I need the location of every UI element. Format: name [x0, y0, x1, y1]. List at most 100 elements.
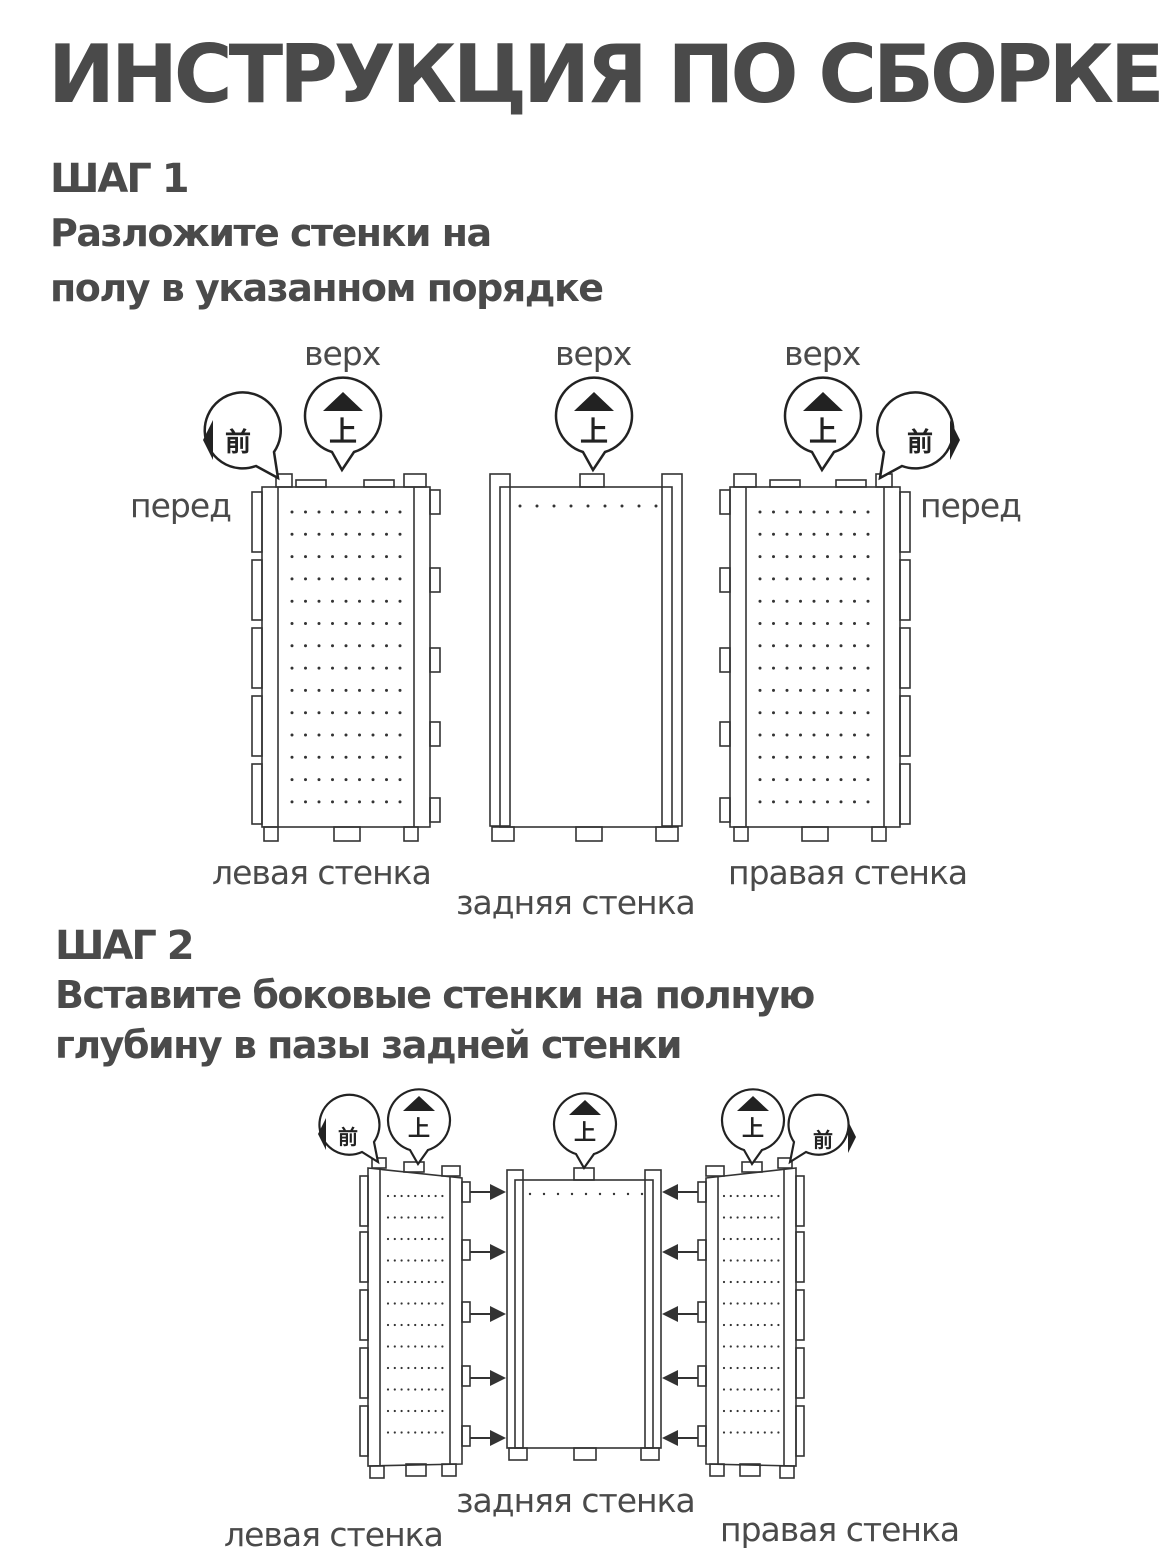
- panel-hole: [386, 1280, 390, 1284]
- panel-hole: [866, 755, 870, 759]
- front-arrow-icon: 前: [787, 1093, 856, 1165]
- panel-hole: [344, 555, 348, 559]
- panel-hole: [756, 1302, 760, 1305]
- panel-hole: [290, 555, 294, 559]
- panel-hole: [398, 778, 402, 782]
- panel-hole: [331, 510, 334, 514]
- panel-hole: [839, 532, 843, 536]
- panel-hole: [358, 800, 361, 804]
- panel-hole: [441, 1259, 444, 1262]
- panel-hole: [434, 1216, 437, 1219]
- panel-hole: [393, 1431, 396, 1434]
- panel-hole: [398, 532, 402, 536]
- panel-hole: [777, 1388, 780, 1391]
- panel-hole: [756, 1216, 760, 1219]
- svg-text:前: 前: [907, 427, 933, 458]
- panel-hole: [839, 778, 843, 782]
- panel-hole: [743, 1409, 746, 1413]
- panel-hole: [729, 1431, 732, 1434]
- panel-hole: [763, 1302, 766, 1305]
- panel-hole: [317, 755, 321, 759]
- panel-hole: [317, 577, 321, 581]
- step2-desc-line2: глубину в пазы задней стенки: [55, 1023, 683, 1067]
- panel-hole: [556, 1192, 560, 1196]
- panel-hole: [758, 599, 762, 603]
- panel-hole: [777, 1194, 780, 1198]
- panel-hole: [736, 1259, 739, 1262]
- panel-hole: [853, 800, 856, 804]
- panel-hole: [722, 1259, 726, 1262]
- panel-hole: [344, 711, 348, 715]
- panel-hole: [398, 800, 402, 804]
- panel-hole: [853, 778, 856, 782]
- panel-hole: [386, 1409, 390, 1413]
- panel-hole: [385, 599, 388, 603]
- panel-hole: [598, 1192, 602, 1196]
- panel-hole: [385, 733, 388, 737]
- panel-hole: [434, 1194, 437, 1198]
- panel-hole: [785, 800, 789, 804]
- panel-hole: [799, 510, 802, 514]
- panel-hole: [331, 666, 334, 670]
- panel-hole: [853, 622, 856, 625]
- panel-hole: [371, 555, 375, 559]
- panel-hole: [358, 733, 361, 737]
- panel-hole: [290, 778, 294, 782]
- panel-hole: [344, 510, 348, 514]
- panel-hole: [736, 1194, 739, 1198]
- panel-hole: [393, 1323, 396, 1327]
- panel-hole: [826, 644, 829, 648]
- panel-hole: [758, 510, 762, 514]
- panel-hole: [777, 1216, 780, 1219]
- panel-hole: [758, 711, 762, 715]
- panel-hole: [799, 577, 802, 581]
- step1-left-wall: [251, 473, 441, 842]
- panel-hole: [441, 1345, 444, 1348]
- panel-hole: [839, 577, 843, 581]
- panel-hole: [407, 1345, 410, 1348]
- panel-hole: [729, 1388, 732, 1391]
- step2-heading: ШАГ 2: [55, 923, 195, 969]
- step1-back-wall: [489, 473, 683, 842]
- panel-hole: [772, 755, 775, 759]
- svg-text:上: 上: [574, 1121, 596, 1146]
- panel-hole: [826, 755, 829, 759]
- panel-hole: [785, 599, 789, 603]
- panel-hole: [777, 1323, 780, 1327]
- panel-hole: [777, 1302, 780, 1305]
- panel-hole: [414, 1345, 417, 1348]
- panel-hole: [799, 733, 802, 737]
- panel-hole: [398, 688, 402, 692]
- panel-hole: [344, 599, 348, 603]
- panel-hole: [371, 644, 375, 648]
- panel-hole: [344, 778, 348, 782]
- panel-hole: [386, 1216, 390, 1219]
- panel-hole: [400, 1345, 403, 1348]
- panel-hole: [385, 666, 388, 670]
- panel-hole: [371, 755, 375, 759]
- panel-hole: [612, 1192, 616, 1196]
- panel-hole: [344, 800, 348, 804]
- panel-hole: [756, 1431, 760, 1434]
- panel-hole: [750, 1259, 753, 1262]
- panel-hole: [393, 1409, 396, 1413]
- panel-hole: [317, 599, 321, 603]
- panel-hole: [722, 1302, 726, 1305]
- panel-hole: [304, 644, 307, 648]
- panel-hole: [400, 1409, 403, 1413]
- panel-hole: [729, 1280, 732, 1284]
- panel-hole: [427, 1366, 430, 1370]
- panel-hole: [441, 1409, 444, 1413]
- panel-hole: [420, 1323, 424, 1327]
- panel-hole: [331, 644, 334, 648]
- panel-hole: [722, 1345, 726, 1348]
- panel-hole: [398, 666, 402, 670]
- panel-hole: [758, 666, 762, 670]
- panel-hole: [441, 1431, 444, 1434]
- panel-hole: [853, 599, 856, 603]
- panel-hole: [743, 1237, 746, 1241]
- panel-hole: [420, 1237, 424, 1241]
- panel-hole: [826, 711, 829, 715]
- panel-hole: [400, 1194, 403, 1198]
- panel-hole: [434, 1431, 437, 1434]
